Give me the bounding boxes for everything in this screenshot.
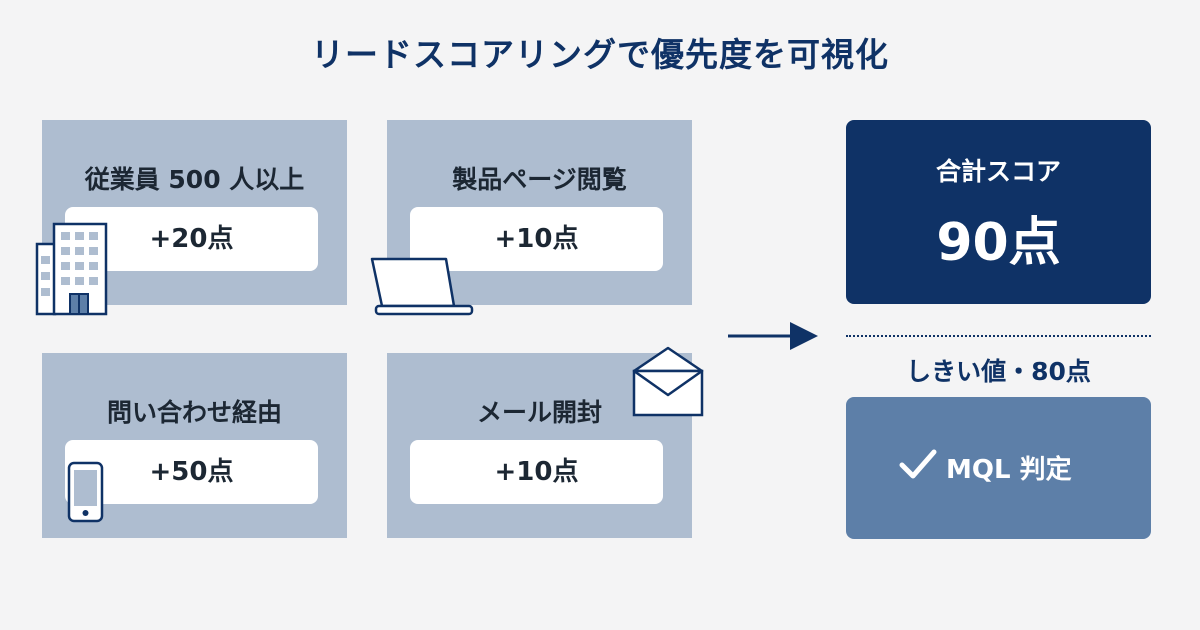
mql-result-label: MQL 判定 — [946, 455, 1072, 485]
criterion-label: 製品ページ閲覧 — [452, 165, 627, 194]
total-score-box: 合計スコア 90点 — [846, 120, 1151, 304]
criterion-score: +10点 — [410, 207, 663, 271]
total-score-value: 90点 — [936, 213, 1061, 273]
page-title: リードスコアリングで優先度を可視化 — [311, 35, 889, 74]
criterion-label: 従業員 500 人以上 — [84, 165, 305, 194]
criterion-label: メール開封 — [476, 398, 602, 427]
building-icon — [35, 222, 108, 316]
arrow-right-icon — [728, 322, 818, 350]
mql-result-box: MQL 判定 — [846, 397, 1151, 539]
criterion-score: +10点 — [410, 440, 663, 504]
smartphone-icon — [67, 461, 104, 523]
threshold-label: しきい値・80点 — [906, 357, 1091, 386]
criterion-score: +50点 — [65, 440, 318, 504]
total-score-label: 合計スコア — [935, 157, 1061, 186]
threshold-divider — [846, 335, 1151, 337]
check-icon — [899, 449, 937, 479]
envelope-icon — [632, 346, 704, 417]
criterion-label: 問い合わせ経由 — [106, 398, 282, 427]
laptop-icon — [370, 257, 474, 316]
